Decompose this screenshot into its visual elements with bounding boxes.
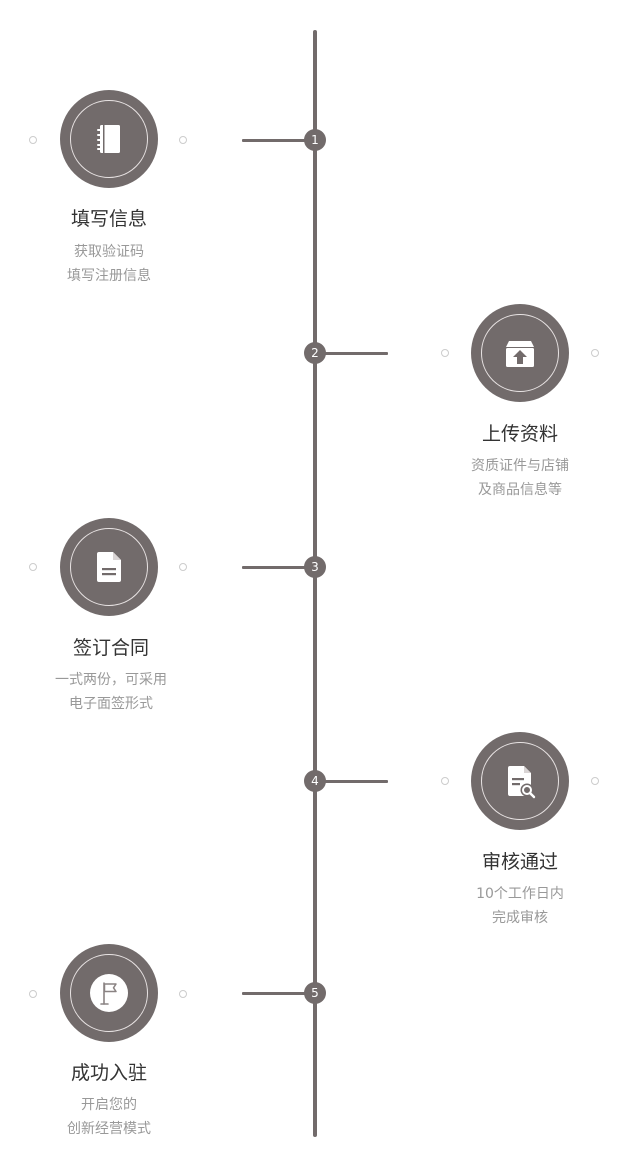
step-3-desc-line2: 电子面签形式	[69, 696, 153, 712]
step-1-desc-line1: 获取验证码	[74, 244, 144, 260]
step-1-title: 填写信息	[70, 208, 147, 230]
step-1-connector	[242, 139, 315, 142]
step-5-desc-line1: 开启您的	[81, 1097, 137, 1113]
step-2-connector	[315, 352, 388, 355]
step-4-desc-line1: 10个工作日内	[476, 886, 564, 902]
step-5-dot-left	[29, 990, 37, 998]
step-5-number: 5	[304, 982, 326, 1004]
step-4-dot-right	[591, 777, 599, 785]
step-4-desc-line2: 完成审核	[492, 910, 548, 926]
step-2-title: 上传资料	[481, 423, 558, 445]
step-4-icon-circle	[471, 732, 569, 830]
step-4-title: 审核通过	[481, 851, 558, 873]
step-3-desc: 一式两份，可采用 电子面签形式	[11, 668, 211, 716]
step-3-title: 签订合同	[72, 637, 149, 659]
step-3-desc-line1: 一式两份，可采用	[55, 672, 167, 688]
step-5-dot-right	[179, 990, 187, 998]
step-2-icon-circle	[471, 304, 569, 402]
step-4-number: 4	[304, 770, 326, 792]
step-3-dot-left	[29, 563, 37, 571]
step-3-icon-circle	[60, 518, 158, 616]
step-4-dot-left	[441, 777, 449, 785]
flag-icon	[90, 974, 128, 1012]
notebook-icon	[97, 125, 120, 153]
step-2-desc-line2: 及商品信息等	[478, 482, 562, 498]
step-2-dot-right	[591, 349, 599, 357]
step-2-dot-left	[441, 349, 449, 357]
step-1-icon-circle	[60, 90, 158, 188]
step-2-desc: 资质证件与店铺 及商品信息等	[420, 454, 620, 502]
step-1-desc: 获取验证码 填写注册信息	[9, 240, 209, 288]
step-2-desc-line1: 资质证件与店铺	[471, 458, 569, 474]
step-3-connector	[242, 566, 315, 569]
document-icon	[97, 552, 121, 582]
step-5-connector	[242, 992, 315, 995]
step-3-number: 3	[304, 556, 326, 578]
step-5-title: 成功入驻	[70, 1062, 147, 1084]
step-1-dot-right	[179, 136, 187, 144]
step-1-desc-line2: 填写注册信息	[67, 268, 151, 284]
step-4-connector	[315, 780, 388, 783]
step-5-icon-circle	[60, 944, 158, 1042]
step-2-number: 2	[304, 342, 326, 364]
timeline-axis	[313, 30, 317, 1137]
step-5-desc-line2: 创新经营模式	[67, 1121, 151, 1137]
step-5-desc: 开启您的 创新经营模式	[9, 1093, 209, 1141]
step-3-dot-right	[179, 563, 187, 571]
upload-box-icon	[506, 341, 534, 367]
step-4-desc: 10个工作日内 完成审核	[420, 882, 620, 930]
document-search-icon	[508, 766, 536, 799]
step-1-dot-left	[29, 136, 37, 144]
step-1-number: 1	[304, 129, 326, 151]
